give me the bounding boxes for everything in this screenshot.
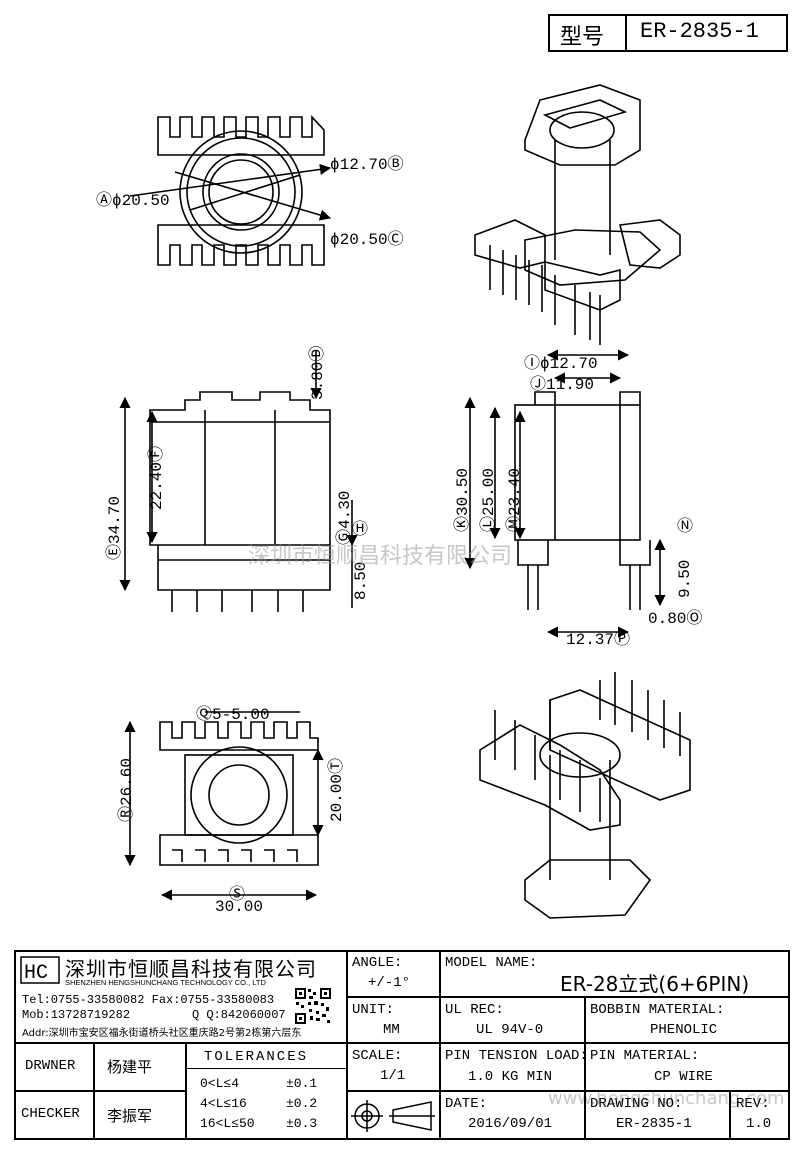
svg-text:HC: HC [24, 962, 48, 984]
pin-material-cell [585, 1043, 790, 1091]
model-name-label: MODEL NAME: [445, 955, 538, 971]
projection-symbol-icon [351, 1100, 435, 1132]
iso-view-top [474, 84, 681, 345]
tolerance-range-1: 0<L≤4 [200, 1076, 240, 1091]
tension-value: 1.0 KG MIN [468, 1069, 553, 1085]
tension-label: PIN TENSION LOAD: [445, 1048, 588, 1064]
dim-q: Ⓠ5-5.00 [196, 706, 270, 724]
unit-label: UNIT: [352, 1002, 395, 1018]
bobbin-cell [585, 997, 790, 1043]
dim-c: ϕ20.50Ⓒ [330, 231, 404, 249]
technical-drawing [119, 84, 691, 919]
tolerances-title: TOLERANCES [204, 1049, 309, 1065]
unit-cell [347, 997, 440, 1043]
tolerance-value-2: ±0.2 [286, 1096, 318, 1111]
pin-material-label: PIN MATERIAL: [590, 1048, 700, 1064]
scale-value: 1/1 [380, 1068, 406, 1084]
dim-j: Ⓙ11.90 [530, 376, 595, 394]
pin-material-value: CP WIRE [654, 1069, 713, 1085]
unit-value: MM [383, 1022, 400, 1038]
drawing-no-cell [585, 1091, 730, 1140]
company-addr: Addr:深圳市宝安区福永街道桥头社区重庆路2号第2栋第六层东 [22, 1028, 302, 1039]
angle-value: +/-1° [368, 975, 411, 991]
qr-code-icon [294, 987, 332, 1025]
date-value: 2016/09/01 [468, 1116, 553, 1132]
scale-cell [347, 1043, 440, 1091]
dim-o: 0.80Ⓞ [648, 610, 703, 628]
header-model-value: ER-2835-1 [640, 19, 759, 44]
bobbin-label: BOBBIN MATERIAL: [590, 1002, 725, 1018]
company-qq: Q Q:842060007 [192, 1008, 286, 1022]
company-block [14, 950, 347, 1043]
tolerances-cell [186, 1043, 347, 1140]
ul-value: UL 94V-0 [476, 1022, 544, 1038]
scale-label: SCALE: [352, 1048, 403, 1064]
bobbin-value: PHENOLIC [650, 1022, 718, 1038]
drawer-label-cell [14, 1043, 94, 1091]
drawing-no-label: DRAWING NO: [590, 1096, 683, 1112]
projection-cell [347, 1091, 440, 1140]
dim-k: Ⓚ30.50 [454, 467, 472, 532]
tolerance-range-2: 4<L≤16 [200, 1096, 247, 1111]
tolerance-range-3: 16<L≤50 [200, 1116, 255, 1131]
dim-e: Ⓔ34.70 [106, 495, 124, 560]
dim-s: Ⓢ [229, 886, 246, 904]
dim-r: Ⓡ26.60 [118, 757, 136, 822]
tolerance-value-1: ±0.1 [286, 1076, 318, 1091]
drawer-value: 杨建平 [107, 1058, 153, 1076]
iso-view-bottom [479, 672, 691, 919]
company-name-en: SHENZHEN HENGSHUNCHANG TECHNOLOGY CO., L… [65, 978, 266, 987]
model-name-cell [440, 950, 790, 997]
angle-label: ANGLE: [352, 955, 403, 971]
watermark-corner: www.hengshunchang.com [548, 1088, 785, 1109]
top-view [129, 114, 332, 266]
ul-label: UL REC: [445, 1002, 504, 1018]
company-tel: Tel:0755-33580082 Fax:0755-33580083 [22, 993, 275, 1007]
dim-h: Ⓗ [352, 521, 369, 539]
angle-cell [347, 950, 440, 997]
dim-a: Ⓐϕ20.50 [96, 192, 170, 210]
dim-n: Ⓝ [677, 518, 694, 536]
rev-cell [730, 1091, 790, 1140]
tolerances-divider [186, 1068, 347, 1069]
bottom-view [124, 711, 324, 901]
dim-d: 3.80Ⓓ [309, 345, 327, 400]
company-name: 深圳市恒顺昌科技有限公司 [65, 957, 317, 981]
model-name-value: ER-28立式(6+6PIN) [560, 972, 750, 996]
watermark-center: 深圳市恒顺昌科技有限公司 [248, 544, 513, 569]
front-right-view [464, 349, 666, 638]
checker-label: CHECKER [21, 1106, 80, 1122]
ul-cell [440, 997, 585, 1043]
dim-g: Ⓖ4.30 [336, 490, 354, 545]
tension-cell [440, 1043, 585, 1091]
front-left-view [119, 350, 358, 612]
dim-f: 22.40Ⓕ [148, 445, 166, 510]
drawer-label: DRWNER [25, 1058, 76, 1074]
checker-label-cell [14, 1091, 94, 1140]
drawing-no-value: ER-2835-1 [616, 1116, 692, 1132]
drawer-value-cell [94, 1043, 186, 1091]
checker-value-cell [94, 1091, 186, 1140]
date-cell [440, 1091, 585, 1140]
company-mob: Mob:13728719282 [22, 1008, 131, 1022]
header-model-label: 型号 [560, 25, 605, 50]
dim-s-value: 30.00 [215, 898, 264, 916]
dim-p: 12.37Ⓟ [566, 631, 631, 649]
dim-t: 20.00Ⓣ [328, 757, 346, 822]
rev-label: REV: [736, 1096, 770, 1112]
checker-value: 李振军 [107, 1107, 153, 1125]
header-divider [625, 14, 627, 52]
dim-l: Ⓛ25.00 [480, 467, 498, 532]
dim-m: Ⓜ23.40 [506, 467, 524, 532]
date-label: DATE: [445, 1096, 488, 1112]
header-model-box [548, 14, 788, 52]
company-logo: HC [20, 956, 60, 984]
dim-i: Ⓘϕ12.70 [524, 355, 598, 373]
dim-n-value: 9.50 [676, 559, 694, 598]
dim-b: ϕ12.70Ⓑ [330, 156, 404, 174]
rev-value: 1.0 [746, 1116, 772, 1132]
tolerance-value-3: ±0.3 [286, 1116, 318, 1131]
